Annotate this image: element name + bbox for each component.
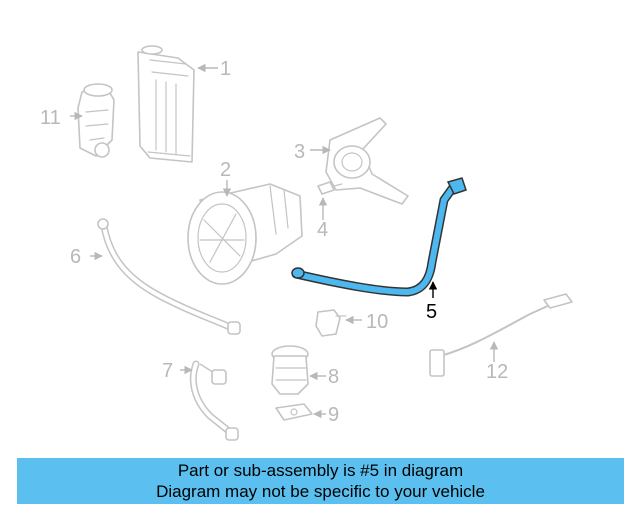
part-number-11: 11 (40, 107, 61, 129)
part-3-bracket: 3 (294, 117, 409, 205)
part-number-3: 3 (294, 141, 305, 163)
part-8-valve-body: 8 (271, 345, 339, 395)
part-number-5: 5 (426, 301, 437, 323)
part-number-2: 2 (220, 159, 231, 181)
part-1-canister: 1 (137, 45, 231, 163)
info-banner: Part or sub-assembly is #5 in diagram Di… (17, 458, 624, 504)
part-5-air-pipe: 5 (291, 177, 467, 323)
part-number-10: 10 (366, 311, 388, 333)
part-11-valve: 11 (40, 83, 115, 158)
part-4-bolt: 4 (317, 181, 343, 241)
part-number-12: 12 (486, 361, 508, 383)
parts-diagram: 1 11 3 4 2 6 (40, 45, 573, 441)
banner-line-1: Part or sub-assembly is #5 in diagram (177, 461, 464, 480)
part-number-4: 4 (317, 219, 328, 241)
part-number-8: 8 (328, 366, 339, 388)
part-12-sensor: 12 (429, 293, 573, 383)
part-2-air-pump: 2 (187, 159, 303, 285)
part-6-hose: 6 (70, 218, 241, 335)
part-7-tube: 7 (162, 360, 239, 441)
part-9-gasket: 9 (275, 403, 339, 426)
part-number-9: 9 (328, 404, 339, 426)
part-number-6: 6 (70, 246, 81, 268)
part-10-bracket: 10 (315, 309, 388, 337)
part-number-1: 1 (220, 58, 231, 80)
part-number-7: 7 (162, 360, 173, 382)
banner-line-2: Diagram may not be specific to your vehi… (156, 482, 485, 501)
